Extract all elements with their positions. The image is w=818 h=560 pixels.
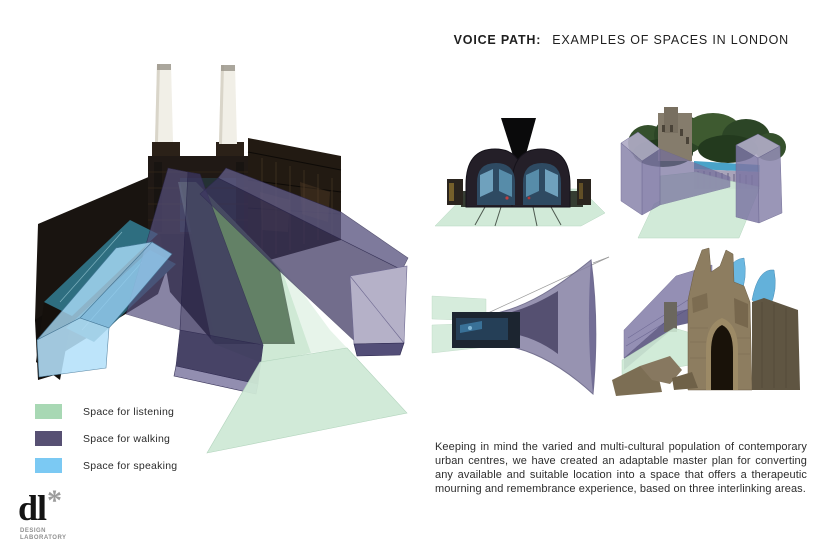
park-figure: [618, 105, 790, 242]
logo-letters: dl: [18, 488, 47, 528]
description-paragraph: Keeping in mind the varied and multi-cul…: [435, 441, 807, 495]
legend-label: Space for listening: [83, 405, 175, 418]
tunnels-figure: [433, 113, 608, 243]
walking-volume-left: [620, 131, 731, 216]
ruin-figure: [612, 238, 808, 400]
stone-turret: [664, 302, 677, 332]
listening-apron: [206, 347, 408, 454]
legend-label: Space for speaking: [83, 459, 178, 472]
listening-swatch: [35, 404, 62, 419]
walking-horn: [484, 259, 597, 396]
tunnel-photo: [447, 118, 591, 227]
legend-row-listening: Space for listening: [35, 404, 177, 419]
chimneys: [152, 64, 244, 156]
title-label: VOICE PATH:: [453, 33, 542, 47]
horn-figure: [430, 255, 612, 398]
page-title: VOICE PATH: EXAMPLES OF SPACES IN LONDON: [454, 33, 789, 47]
legend-row-speaking: Space for speaking: [35, 458, 177, 473]
ruin-photo: [612, 247, 800, 396]
ruin-collage: [612, 247, 800, 396]
walking-volume-right: [735, 133, 783, 224]
speaking-swatch: [35, 458, 62, 473]
walking-volume-right: [199, 167, 409, 357]
legend-row-walking: Space for walking: [35, 431, 177, 446]
legend: Space for listening Space for walking Sp…: [35, 404, 177, 485]
speaking-volume: [36, 241, 173, 378]
logo-subtitle-line2: LABORATORY: [20, 534, 67, 541]
walking-swatch: [35, 431, 62, 446]
title-text: EXAMPLES OF SPACES IN LONDON: [552, 33, 789, 47]
park-collage: [620, 107, 786, 239]
tunnels-collage: [434, 118, 606, 227]
logo: dl* DESIGN LABORATORY: [18, 486, 67, 542]
logo-asterisk-icon: *: [47, 484, 63, 517]
battersea-collage: [35, 64, 409, 454]
logo-subtitle-line1: DESIGN: [20, 528, 47, 534]
logo-mark: dl*: [18, 486, 67, 528]
legend-label: Space for walking: [83, 432, 171, 445]
logo-subtitle: DESIGN LABORATORY: [20, 528, 67, 542]
photo-fragment: [452, 312, 520, 348]
horn-diagram: [431, 256, 610, 396]
main-collage-figure: [30, 62, 425, 472]
